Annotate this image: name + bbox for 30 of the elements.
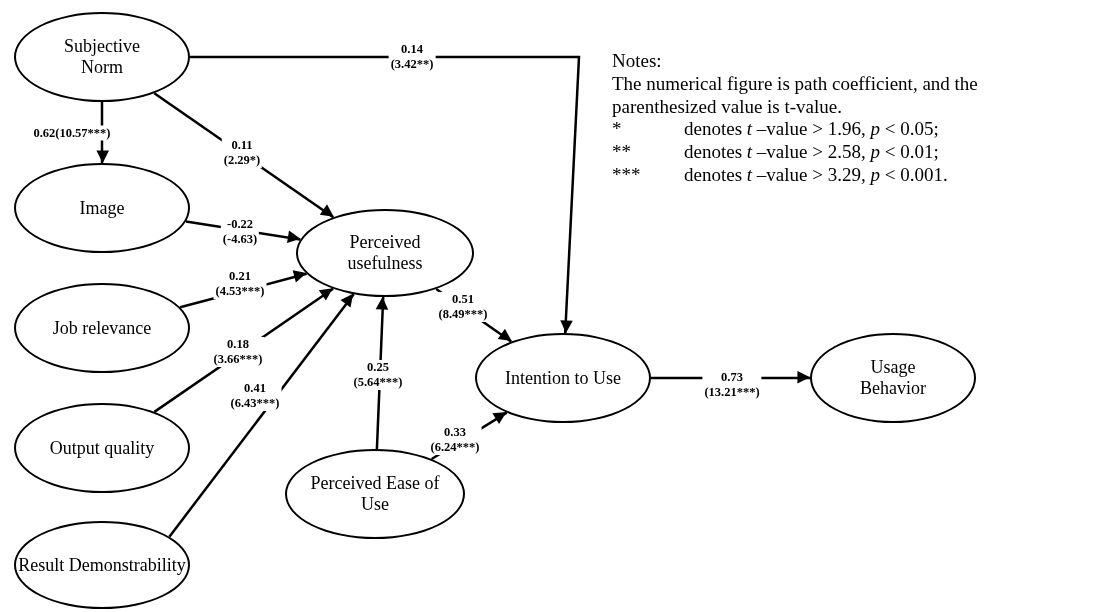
- construct-name: Job relevance: [52, 317, 152, 339]
- significance-mark: ***: [612, 164, 642, 187]
- construct-name: Perceived Ease of Use: [309, 473, 441, 515]
- construct-name: Output quality: [49, 437, 155, 459]
- construct-name: Subjective Norm: [63, 36, 141, 78]
- note-text: denotes t –value > 3.29, p < 0.001.: [684, 164, 948, 187]
- edge-label: 0.18 (3.66***): [211, 337, 265, 367]
- edge-label: 0.33 (6.24***): [428, 425, 482, 455]
- edge-label: -0.22 (-4.63): [220, 217, 260, 247]
- edge-label: 0.14 (3.42**): [388, 42, 436, 72]
- arrow: [190, 55, 581, 334]
- note-text: denotes t –value > 2.58, p < 0.01;: [684, 141, 939, 164]
- note-text: The numerical figure is path coefficient, and the parenthesized value is t-value.: [612, 72, 979, 119]
- edge-label: 0.25 (5.64***): [351, 360, 405, 390]
- construct-name: Image: [79, 197, 125, 219]
- significance-mark: **: [612, 141, 632, 164]
- notes-heading: Notes:: [612, 50, 663, 73]
- edge-label: 0.11 (2.29*): [221, 138, 263, 168]
- edge-label: 0.51 (8.49***): [436, 292, 490, 322]
- edge-label: 0.62(10.57***): [31, 125, 113, 141]
- note-text: denotes t –value > 1.96, p < 0.05;: [684, 118, 939, 142]
- edge-label: 0.41 (6.43***): [228, 381, 282, 411]
- construct-name: Intention to Use: [505, 367, 621, 389]
- edge-label: 0.73 (13.21***): [702, 370, 762, 400]
- construct-ellipse: [296, 209, 474, 297]
- construct-name: Usage Behavior: [859, 357, 927, 399]
- construct-name: Result Demonstrability: [18, 554, 186, 576]
- construct-name: Perceived usefulness: [346, 232, 424, 274]
- significance-mark: *: [612, 118, 623, 142]
- edge-label: 0.21 (4.53***): [213, 269, 267, 299]
